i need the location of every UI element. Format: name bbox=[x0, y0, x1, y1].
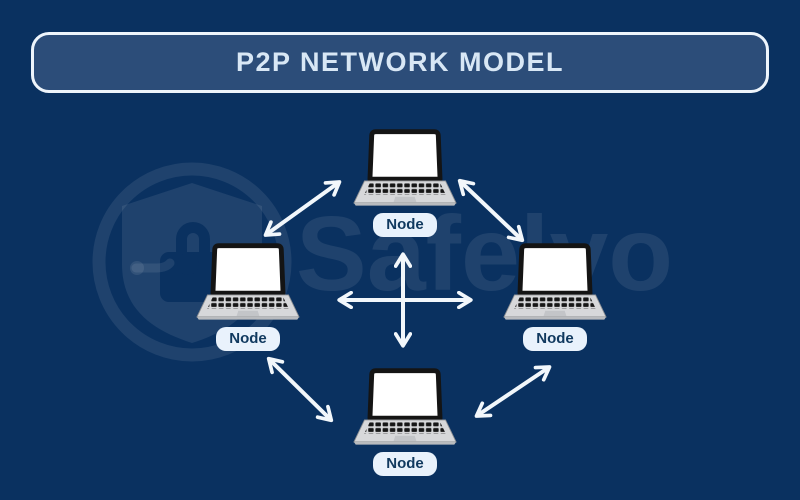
title-banner: P2P NETWORK MODEL bbox=[31, 32, 769, 93]
node-badge: Node bbox=[216, 327, 280, 351]
laptop-icon bbox=[502, 243, 608, 324]
node-badge: Node bbox=[373, 213, 437, 237]
node-left: Node bbox=[195, 243, 301, 351]
arrow-top-left bbox=[263, 180, 342, 237]
laptop-icon bbox=[195, 243, 301, 324]
arrow-bottom-right bbox=[474, 365, 552, 418]
page-title: P2P NETWORK MODEL bbox=[235, 47, 565, 77]
arrow-left-bottom bbox=[266, 356, 334, 423]
node-badge: Node bbox=[373, 452, 437, 476]
laptop-icon bbox=[352, 129, 458, 210]
node-bottom: Node bbox=[352, 368, 458, 476]
arrow-top-right bbox=[457, 178, 525, 243]
node-badge: Node bbox=[523, 327, 587, 351]
laptop-icon bbox=[352, 368, 458, 449]
node-right: Node bbox=[502, 243, 608, 351]
node-top: Node bbox=[352, 129, 458, 237]
